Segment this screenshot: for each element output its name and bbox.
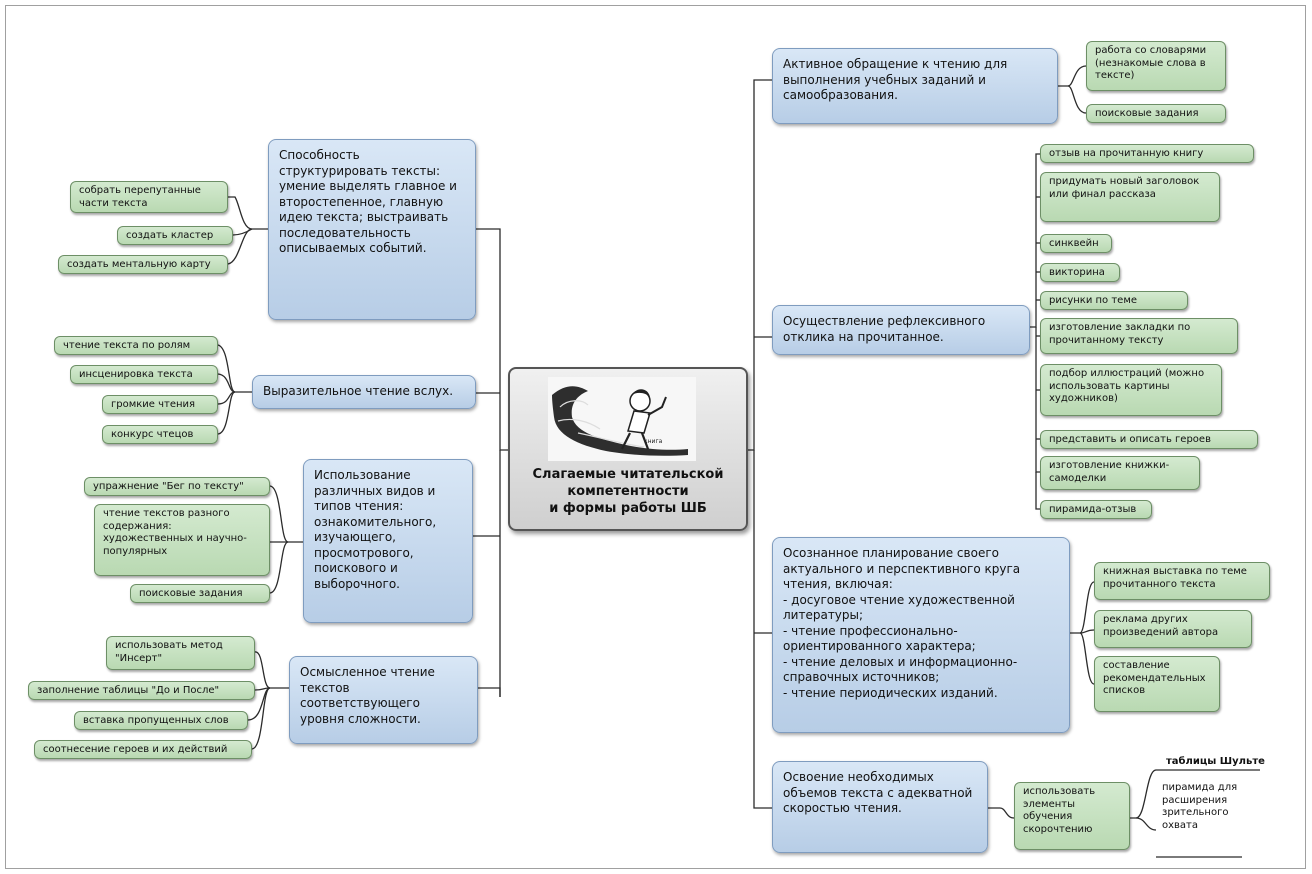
leaf-book-review: отзыв на прочитанную книгу: [1040, 144, 1254, 163]
leaf-roles: чтение текста по ролям: [54, 336, 218, 355]
leaf-run-text: упражнение "Бег по тексту": [84, 477, 270, 496]
page-frame: [5, 5, 1306, 869]
leaf-mental-map: создать ментальную карту: [58, 255, 228, 274]
leaf-contest: конкурс чтецов: [102, 425, 218, 444]
topic-speed: Освоение необходимых объемов текста с ад…: [772, 761, 988, 853]
svg-text:книга: книга: [644, 438, 663, 445]
leaf-homemade-book: изготовление книжки-самоделки: [1040, 456, 1200, 490]
leaf-recommend-lists: составление рекомендательных списков: [1094, 656, 1220, 712]
leaf-missing-words: вставка пропущенных слов: [74, 711, 248, 730]
leaf-search-tasks-left: поисковые задания: [130, 584, 270, 603]
leaf-heroes: представить и описать героев: [1040, 430, 1258, 449]
leaf-pyramid-vision: пирамида для расширения зрительного охва…: [1162, 782, 1238, 831]
leaf-heroes-actions: соотнесение героев и их действий: [34, 740, 252, 759]
topic-active: Активное обращение к чтению для выполнен…: [772, 48, 1058, 124]
leaf-loud-reading: громкие чтения: [102, 395, 218, 414]
leaf-insert-method: использовать метод "Инсерт": [106, 636, 255, 670]
leaf-shuffled-parts: собрать перепутанные части текста: [70, 181, 228, 213]
topic-reading-types: Использование различных видов и типов чт…: [303, 459, 473, 623]
reading-boy-illustration: книга: [548, 377, 696, 461]
leaf-search-tasks-right: поисковые задания: [1086, 104, 1226, 123]
leaf-author-ad: реклама других произведений автора: [1094, 610, 1252, 648]
topic-structuring: Способность структурировать тексты: умен…: [268, 139, 476, 320]
leaf-before-after: заполнение таблицы "До и После": [28, 681, 255, 700]
leaf-speed-reading: использовать элементы обучения скорочтен…: [1014, 782, 1130, 850]
topic-expressive: Выразительное чтение вслух.: [252, 375, 476, 409]
leaf-cinquain: синквейн: [1040, 234, 1112, 253]
leaf-new-title: придумать новый заголовок или финал расс…: [1040, 172, 1220, 222]
center-title: Слагаемые читательской компетентности и …: [532, 467, 724, 516]
leaf-drawings: рисунки по теме: [1040, 291, 1188, 310]
leaf-cluster: создать кластер: [117, 226, 233, 245]
topic-reflexive: Осуществление рефлексивного отклика на п…: [772, 305, 1030, 355]
leaf-book-exhibition: книжная выставка по теме прочитанного те…: [1094, 562, 1270, 600]
topic-planning: Осознанное планирование своего актуально…: [772, 537, 1070, 733]
leaf-schulte-tables: таблицы Шульте: [1166, 756, 1265, 767]
leaf-illustrations: подбор иллюстраций (можно использовать к…: [1040, 364, 1222, 416]
leaf-staging: инсценировка текста: [70, 365, 218, 384]
leaf-quiz: викторина: [1040, 263, 1120, 282]
leaf-various-texts: чтение текстов разного содержания: худож…: [94, 504, 270, 576]
topic-meaningful: Осмысленное чтение текстов соответствующ…: [289, 656, 478, 744]
center-topic: книга Слагаемые читательской компетентно…: [508, 367, 748, 531]
leaf-dictionaries: работа со словарями (незнакомые слова в …: [1086, 41, 1226, 91]
leaf-pyramid-review: пирамида-отзыв: [1040, 500, 1152, 519]
leaf-bookmark: изготовление закладки по прочитанному те…: [1040, 318, 1238, 354]
